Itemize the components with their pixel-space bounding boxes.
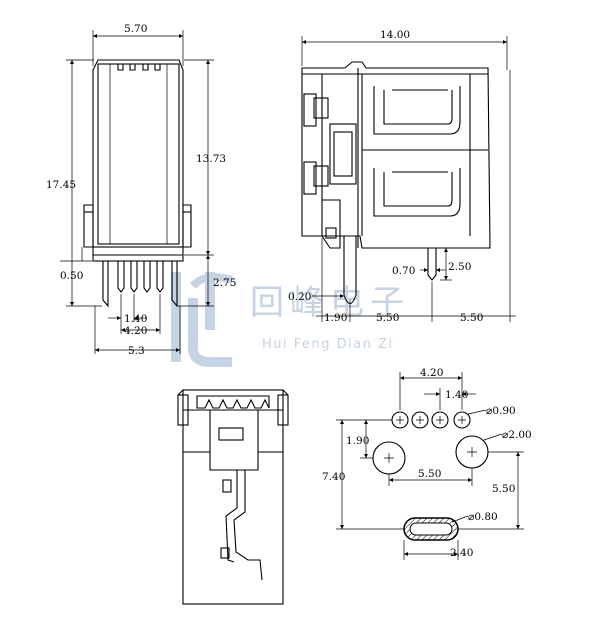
rear-view	[177, 389, 289, 605]
small-holes	[391, 411, 471, 429]
dim-length: 14.00	[380, 29, 410, 41]
dim-pin-width: 0.70	[392, 265, 415, 277]
dim-pin-height: 2.50	[448, 261, 471, 273]
dim-large-hole-dia: ⌀2.00	[502, 429, 532, 441]
pcb-layout: 4.20 1.40 ⌀0.90 1.90 ⌀2.00 7.40 5.50 5.5…	[322, 367, 532, 560]
dim-pin-offset: 0.50	[60, 270, 83, 282]
pcb-slot	[403, 517, 459, 541]
front-view: 5.70 17.45 0.50 13.73	[46, 23, 236, 357]
dim-offset-c: 5.50	[460, 312, 483, 324]
dim-hole-pitch: 1.40	[445, 389, 468, 401]
dim-row-gap: 1.90	[346, 435, 369, 447]
dim-large-hole-span: 5.50	[418, 468, 441, 480]
dim-total-height: 7.40	[322, 471, 345, 483]
dim-width-top: 5.70	[124, 23, 147, 35]
dim-slot-length: 2.40	[450, 547, 473, 559]
dim-offset-a: 1.90	[324, 312, 347, 324]
dim-pin-span: 4.20	[124, 325, 147, 337]
dim-width-bottom: 5.3	[128, 345, 145, 357]
dim-pin-pitch: 1.40	[124, 313, 147, 325]
side-view: 14.00 0.70	[288, 29, 516, 324]
dim-hole-span: 4.20	[420, 367, 443, 379]
dim-slot-width: ⌀0.80	[468, 511, 498, 523]
company-watermark: 回峰电子 Hui Feng Dian Zi	[171, 272, 404, 367]
dim-pin-tip: 0.20	[288, 291, 311, 303]
dim-height-body: 13.73	[196, 153, 226, 165]
dim-small-hole-dia: ⌀0.90	[486, 405, 516, 417]
dim-slot-offset: 5.50	[492, 483, 515, 495]
dim-pin-length: 2.75	[213, 277, 236, 289]
company-name-en: Hui Feng Dian Zi	[262, 337, 394, 352]
dim-offset-b: 5.50	[376, 312, 399, 324]
dim-height-total: 17.45	[46, 179, 76, 191]
